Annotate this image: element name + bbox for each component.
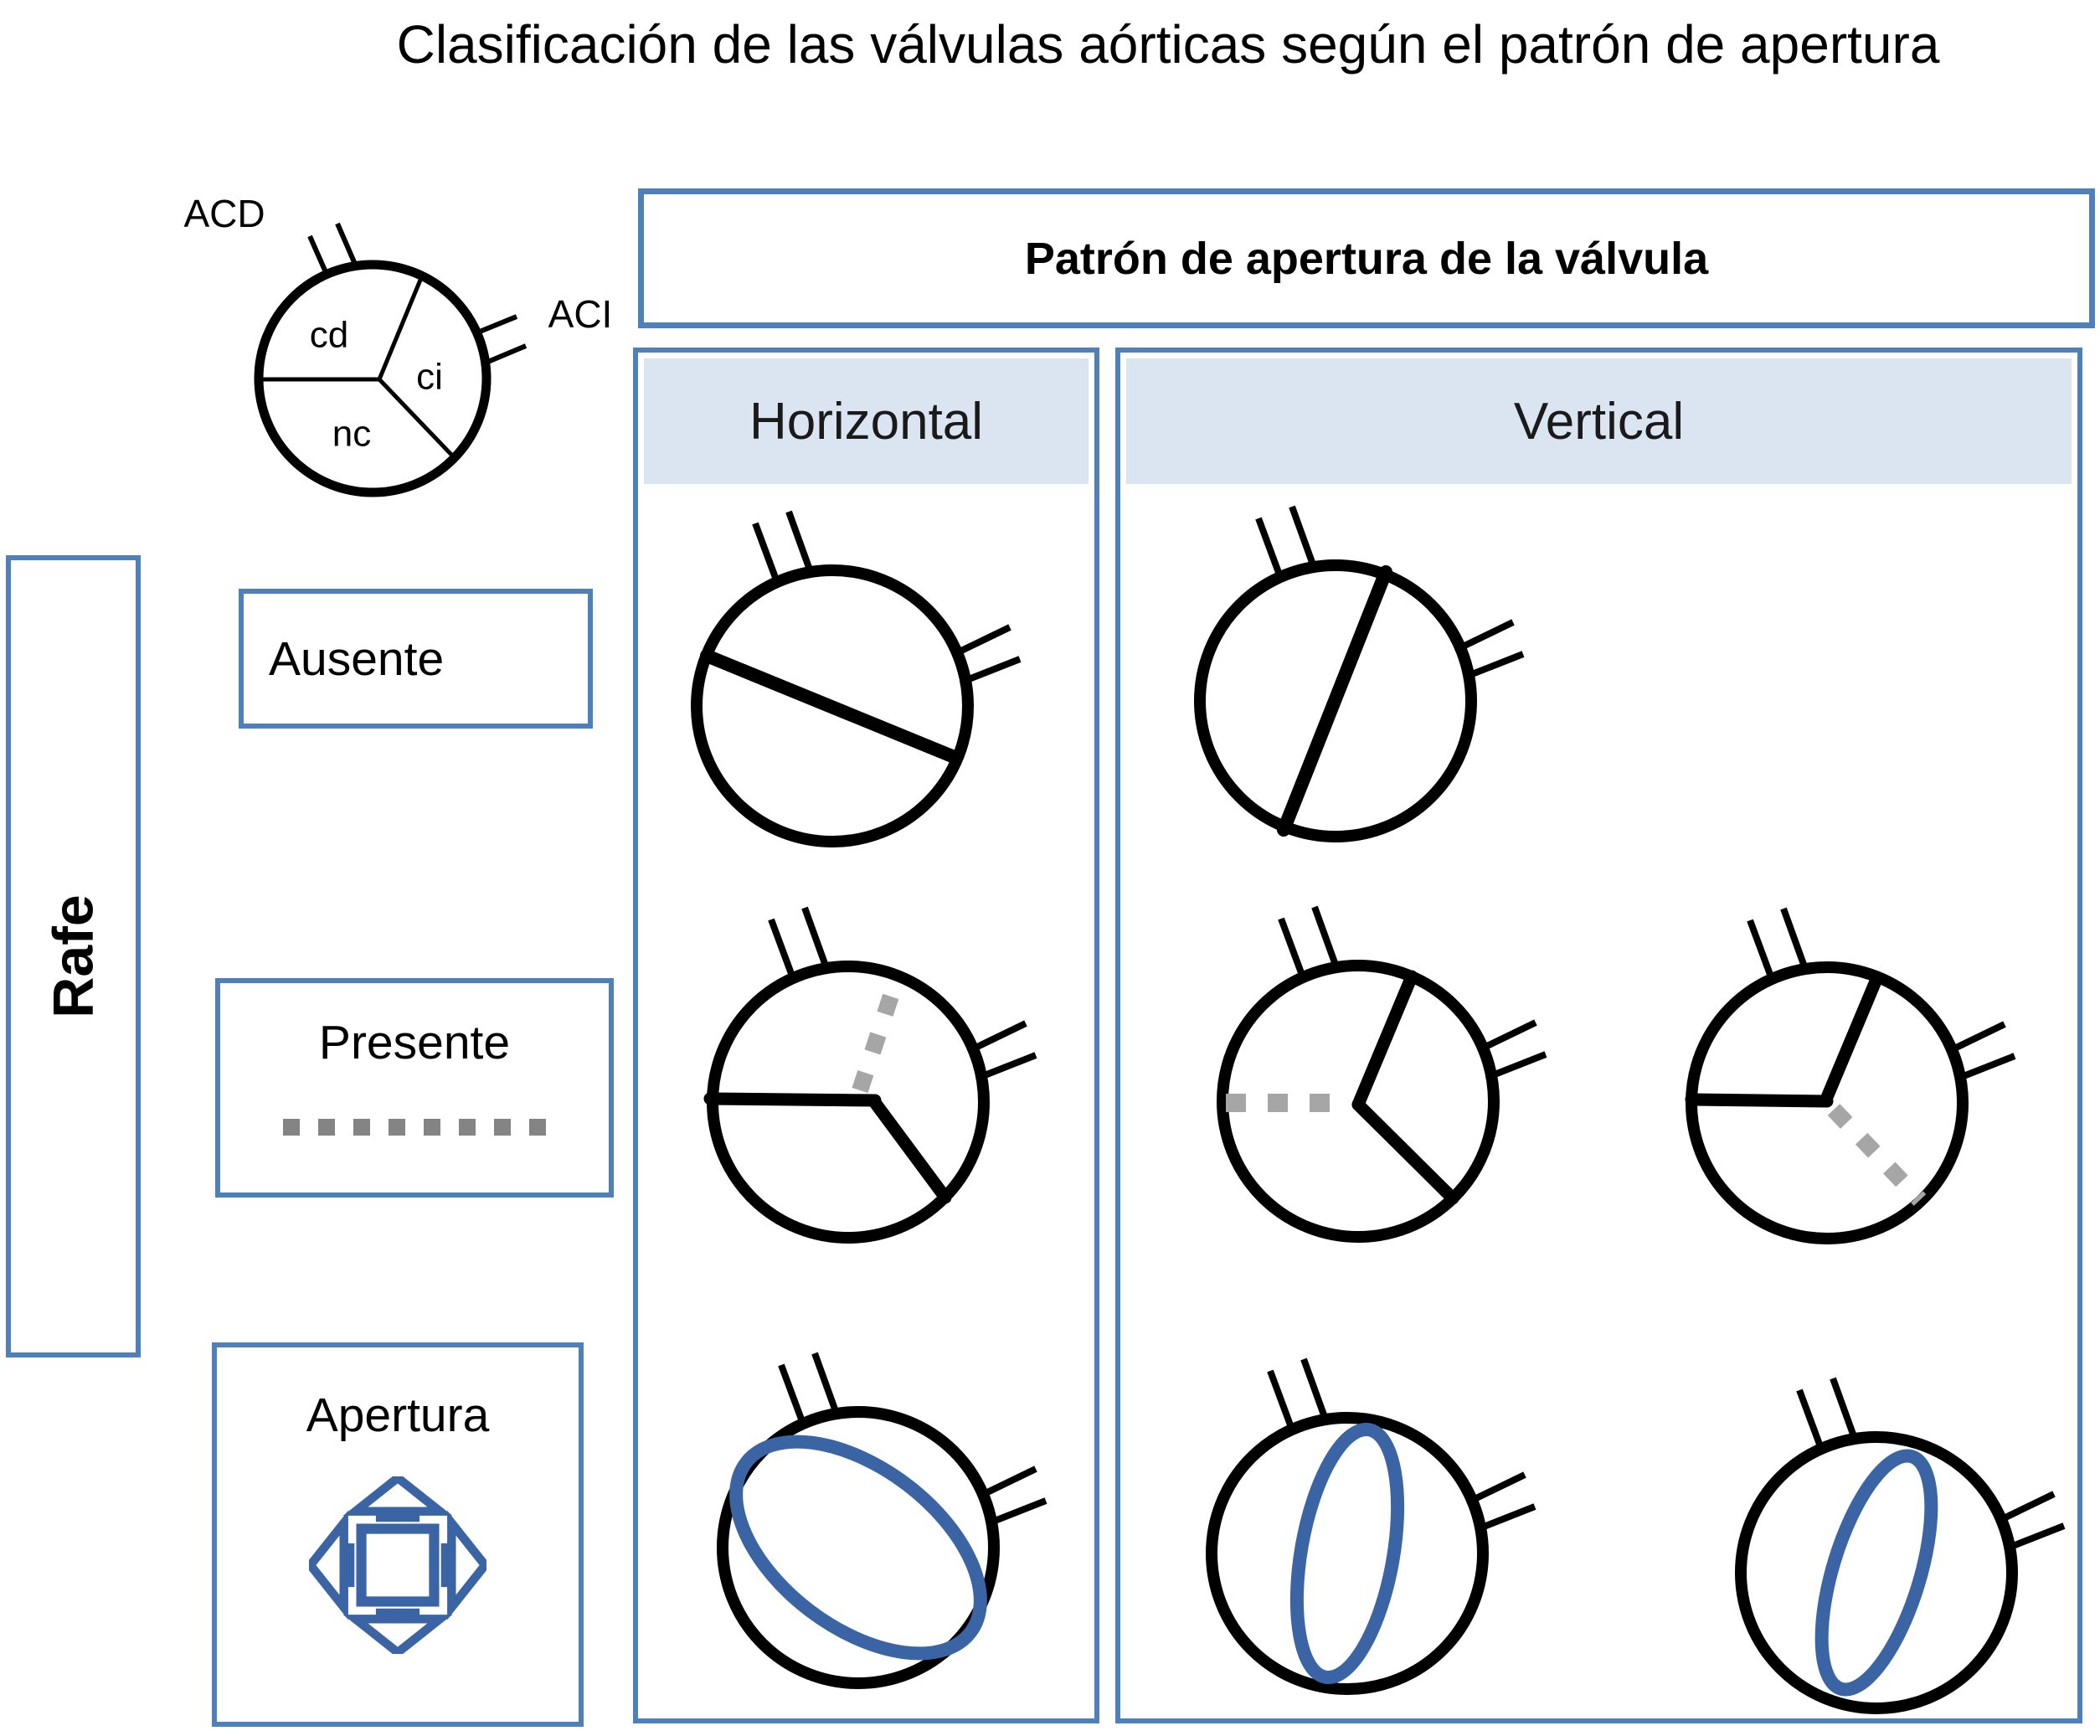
reference-valve-diagram: cd ci nc ACD ACI	[183, 192, 613, 497]
opening-pattern-header-label: Patrón de apertura de la válvula	[1024, 233, 1709, 284]
valve-ausente-horizontal-1	[691, 510, 1022, 847]
row-label-ausente: Ausente	[239, 589, 593, 729]
column-horizontal-header: Horizontal	[644, 358, 1089, 484]
column-horizontal-label: Horizontal	[749, 392, 984, 451]
row-label-presente: Presente	[215, 978, 614, 1198]
row-label-apertura: Apertura	[212, 1342, 584, 1727]
valve-presente-horizontal-1	[703, 906, 1037, 1244]
raphe-dashed-line-icon	[283, 1119, 546, 1136]
artery-label-aci: ACI	[548, 292, 613, 336]
valve-apertura-horizontal-1	[717, 1352, 1047, 1689]
column-vertical-header: Vertical	[1126, 358, 2072, 484]
valve-presente-vertical-2	[1685, 907, 2016, 1244]
cusp-label-nc: nc	[332, 414, 371, 455]
valve-apertura-vertical-2	[1735, 1377, 2066, 1714]
artery-label-acd: ACD	[183, 192, 265, 235]
opening-pattern-header-box: Patrón de apertura de la válvula	[638, 188, 2095, 328]
cusp-label-cd: cd	[310, 315, 348, 356]
column-vertical-label: Vertical	[1513, 392, 1685, 451]
valve-apertura-vertical-1	[1206, 1357, 1536, 1695]
apertura-label: Apertura	[306, 1388, 490, 1442]
valve-ausente-vertical-1	[1194, 505, 1525, 842]
ausente-label: Ausente	[269, 631, 445, 686]
valve-presente-vertical-1	[1217, 905, 1547, 1243]
figure-title: Clasificación de las válvulas aórticas s…	[396, 14, 1940, 75]
presente-label: Presente	[318, 1016, 511, 1069]
expand-arrows-icon	[309, 1476, 486, 1654]
row-axis-rafe-box: Rafe	[6, 555, 141, 1357]
cusp-label-ci: ci	[416, 357, 443, 398]
